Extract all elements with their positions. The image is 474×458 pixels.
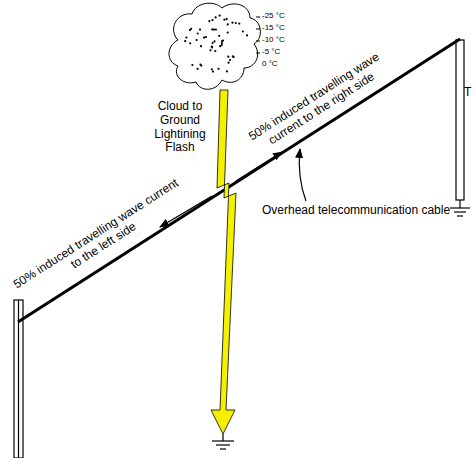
thunder-cloud — [169, 3, 260, 89]
charge-dot — [227, 23, 229, 25]
temperature-scale — [256, 17, 260, 53]
temperature-label: -25 °C — [262, 11, 285, 20]
charge-dot — [215, 16, 217, 18]
lightning-bolt — [211, 90, 236, 434]
temperature-label: -5 °C — [262, 47, 280, 56]
charge-dot — [219, 45, 221, 47]
overhead-cable — [18, 39, 460, 322]
wave-label: 50% induced travelling wave current to t… — [6, 173, 194, 307]
charge-dot — [232, 55, 234, 57]
charge-dot — [221, 44, 223, 46]
charge-dot — [190, 28, 192, 30]
charge-dot — [215, 28, 217, 30]
charge-dot — [199, 29, 201, 31]
charge-dot — [227, 31, 229, 33]
charge-dot — [246, 34, 248, 36]
charge-dot — [217, 68, 219, 70]
charge-dot — [209, 49, 211, 51]
charge-dot — [212, 71, 214, 73]
right-pole — [450, 40, 470, 216]
charge-dot — [238, 23, 240, 25]
charge-dot — [218, 35, 220, 37]
charge-dot — [185, 36, 187, 38]
charge-dot — [213, 40, 215, 42]
lightning-label: Cloud to Ground Lightining Flash — [150, 100, 210, 155]
charge-dot — [228, 62, 230, 64]
charge-dot — [205, 36, 207, 38]
charge-dot — [233, 56, 235, 58]
charge-dot — [200, 65, 202, 67]
charge-dot — [203, 37, 205, 39]
leader-arrow — [299, 149, 306, 201]
charge-dot — [219, 15, 221, 17]
charge-dot — [197, 32, 199, 34]
charge-dot — [211, 68, 213, 70]
charge-dot — [223, 19, 225, 21]
charge-dot — [229, 59, 231, 61]
charge-dot — [184, 40, 186, 42]
charge-dot — [212, 42, 214, 44]
charge-dot — [211, 46, 213, 48]
charge-dot — [214, 50, 216, 52]
charge-dot — [235, 22, 237, 24]
temperature-label: 0 °C — [262, 59, 278, 68]
charge-dots — [184, 15, 248, 73]
charge-dot — [222, 39, 224, 41]
charge-dot — [242, 30, 244, 32]
left-pole — [14, 300, 23, 458]
cable-label: Overhead telecommunication cable — [262, 204, 450, 218]
wave-arrow-right — [236, 152, 282, 181]
charge-dot — [227, 56, 229, 58]
charge-dot — [197, 68, 199, 70]
charge-dot — [212, 19, 214, 21]
charge-dot — [208, 20, 210, 22]
charge-dot — [196, 39, 198, 41]
charge-dot — [221, 42, 223, 44]
temperature-label: -15 °C — [262, 23, 285, 32]
pole-label: T — [464, 86, 471, 100]
charge-dot — [199, 64, 201, 66]
wave-label: 50% induced travelling wave current to t… — [235, 43, 402, 163]
charge-dot — [200, 45, 202, 47]
charge-dot — [189, 42, 191, 44]
charge-dot — [221, 40, 223, 42]
charge-dot — [226, 70, 228, 72]
charge-dot — [213, 29, 215, 31]
charge-dot — [211, 46, 213, 48]
charge-dot — [231, 22, 233, 24]
ground-symbol — [212, 434, 234, 449]
charge-dot — [226, 18, 228, 20]
temperature-label: -10 °C — [262, 35, 285, 44]
charge-dot — [191, 64, 193, 66]
